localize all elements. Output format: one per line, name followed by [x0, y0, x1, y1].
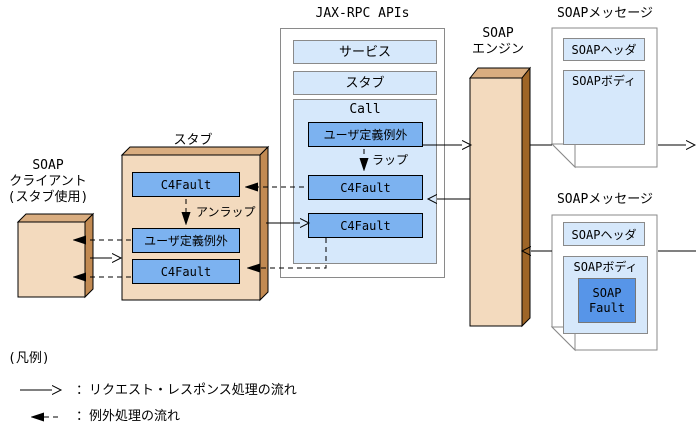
soap-message-bottom-title: SOAPメッセージ: [556, 192, 654, 207]
stub-title: スタブ: [173, 133, 213, 148]
soap-client-label-line3: (スタブ使用): [7, 190, 89, 205]
soap-fault-line1: SOAP: [592, 285, 622, 300]
legend-title: (凡例): [8, 351, 50, 366]
stub-c4fault-bottom-box: C4Fault: [132, 259, 240, 284]
legend-exception-flow-label: ：例外処理の流れ: [76, 409, 181, 424]
stub-c4fault-top-box: C4Fault: [132, 172, 240, 197]
soap-fault-line2: Fault: [588, 300, 626, 315]
legend-request-flow-label: ：リクエスト・レスポンス処理の流れ: [76, 383, 297, 398]
soap-engine-label: SOAP エンジン: [460, 26, 536, 58]
soap-client-label-line1: SOAP: [32, 158, 64, 173]
call-label: Call: [349, 102, 381, 117]
soap-engine-label-line2: エンジン: [471, 42, 524, 57]
jaxrpc-title: JAX-RPC APIs: [315, 6, 410, 21]
soap-message-top-title: SOAPメッセージ: [556, 6, 654, 21]
stub-user-exception-box: ユーザ定義例外: [132, 228, 240, 253]
soap-message-top-body-box: SOAPボディ: [563, 70, 645, 145]
soap-message-top-body-label: SOAPボディ: [571, 74, 637, 88]
call-c4fault-bottom-box: C4Fault: [308, 213, 423, 238]
soap-client-label-line2: クライアント: [9, 174, 87, 189]
soap-message-bottom-body-label: SOAPボディ: [573, 260, 638, 274]
soap-message-bottom-header-box: SOAPヘッダ: [563, 222, 645, 246]
soap-fault-box: SOAP Fault: [578, 278, 636, 323]
soap-message-bottom-body-box: SOAPボディ SOAP Fault: [563, 256, 648, 334]
folded-corner-icon: [550, 143, 576, 169]
stub-api-box: スタブ: [293, 71, 437, 95]
soap-engine-box: [468, 66, 532, 328]
unwrap-label: アンラップ: [196, 205, 256, 219]
service-box: サービス: [293, 40, 437, 64]
soap-message-top-header-box: SOAPヘッダ: [563, 38, 645, 61]
soap-client-label: SOAP クライアント (スタブ使用): [0, 158, 96, 206]
wrap-label: ラップ: [372, 153, 409, 167]
call-c4fault-top-box: C4Fault: [308, 175, 423, 200]
call-user-exception-box: ユーザ定義例外: [308, 122, 423, 147]
soap-client-box: [16, 212, 95, 299]
soap-engine-label-line1: SOAP: [482, 26, 514, 41]
